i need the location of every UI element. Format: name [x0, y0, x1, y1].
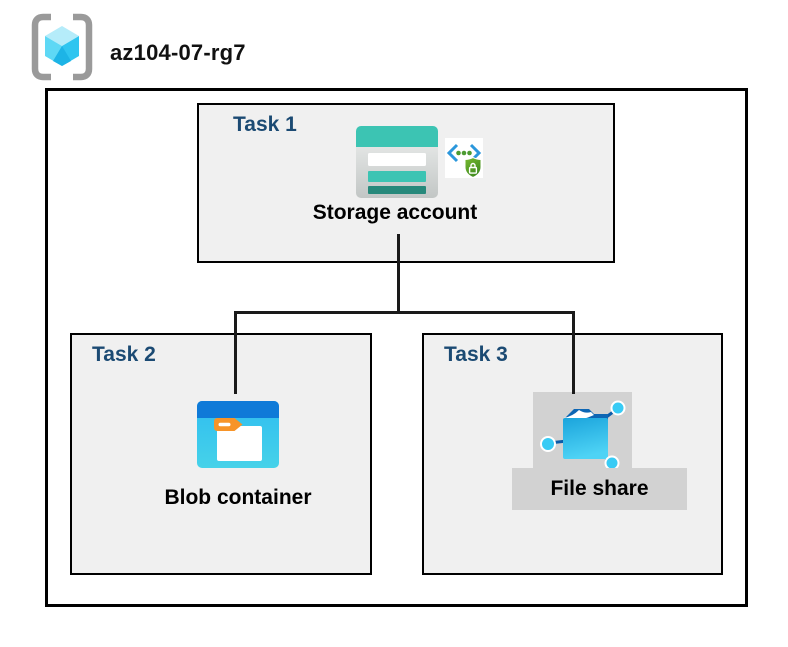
task3-box: Task 3 File share	[422, 333, 723, 575]
storage-account-label: Storage account	[312, 201, 478, 224]
resource-group-name: az104-07-rg7	[110, 40, 246, 65]
connector-horizontal	[234, 311, 575, 314]
task2-box: Task 2 Blob container	[70, 333, 372, 575]
resource-group-icon	[30, 12, 94, 82]
connector-storage-stem	[397, 234, 400, 313]
task2-label: Task 2	[92, 343, 156, 366]
file-share-label: File share	[512, 468, 687, 510]
task1-box: Task 1	[197, 103, 615, 263]
blob-container-label: Blob container	[164, 486, 312, 509]
task1-label: Task 1	[233, 113, 297, 136]
file-share-icon	[533, 392, 632, 473]
connector-to-file-share	[572, 311, 575, 394]
connector-to-blob-container	[234, 311, 237, 394]
sas-shield-lock-icon	[445, 138, 483, 179]
blob-container-icon	[197, 401, 279, 468]
task3-label: Task 3	[444, 343, 508, 366]
storage-account-icon	[356, 126, 438, 198]
